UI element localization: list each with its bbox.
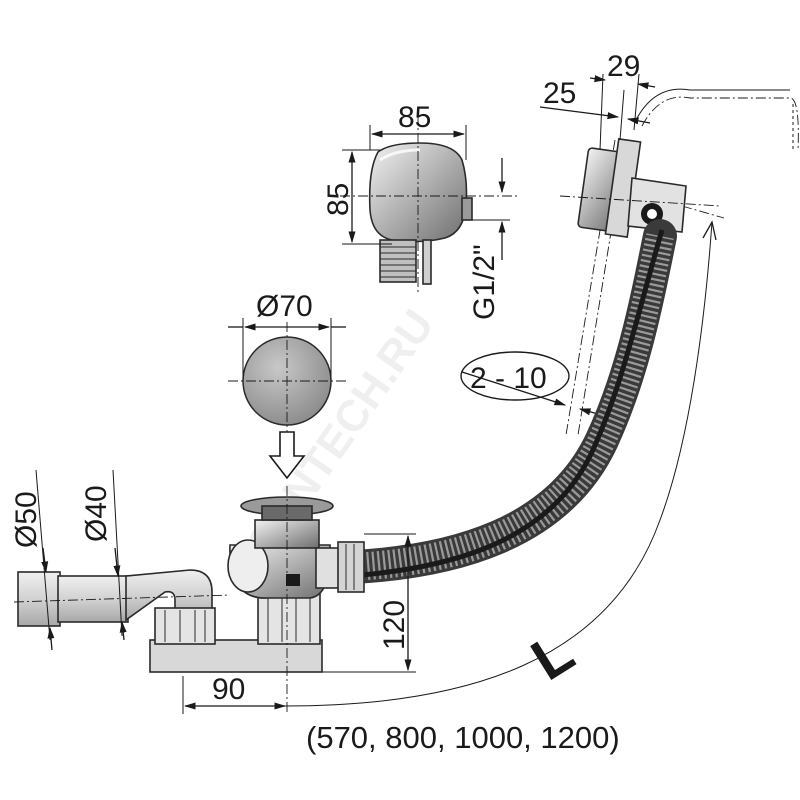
overflow-assembly: 85 85 G1/2": [322, 101, 520, 320]
wall-thickness-dim: 2 - 10: [460, 351, 599, 416]
pipe-inner-label: Ø40: [80, 485, 113, 542]
trap-height-dim: 120: [322, 533, 416, 673]
outlet-pipe-end: [17, 571, 61, 627]
outlet-offset-label: 90: [212, 673, 245, 706]
pipe-outer-label: Ø50: [10, 491, 43, 548]
length-symbol: L: [520, 619, 584, 693]
offset-29-label: 29: [607, 50, 640, 83]
offset-25-label: 25: [543, 77, 576, 110]
pipe-diameter-dims: Ø50 Ø40: [10, 469, 127, 651]
wall-thickness-bubble: [460, 351, 570, 401]
length-options-label: (570, 800, 1000, 1200): [306, 720, 620, 755]
overflow-thread: [379, 239, 417, 283]
cap-diameter-label: Ø70: [256, 290, 313, 323]
corrugated-hose: [299, 219, 677, 585]
length-arc: [284, 205, 725, 707]
thread-label: G1/2": [468, 244, 501, 320]
plug-cap: Ø70: [228, 290, 348, 480]
overflow-width-label: 85: [398, 101, 431, 134]
overflow-installed: 25 29: [539, 50, 799, 436]
trap-height-label: 120: [378, 600, 411, 650]
overflow-height-label: 85: [322, 183, 355, 216]
drain-assembly: [13, 486, 365, 712]
outlet-offset-dim: 90: [182, 673, 287, 714]
drain-base: [149, 639, 323, 673]
down-arrow: [268, 431, 306, 480]
